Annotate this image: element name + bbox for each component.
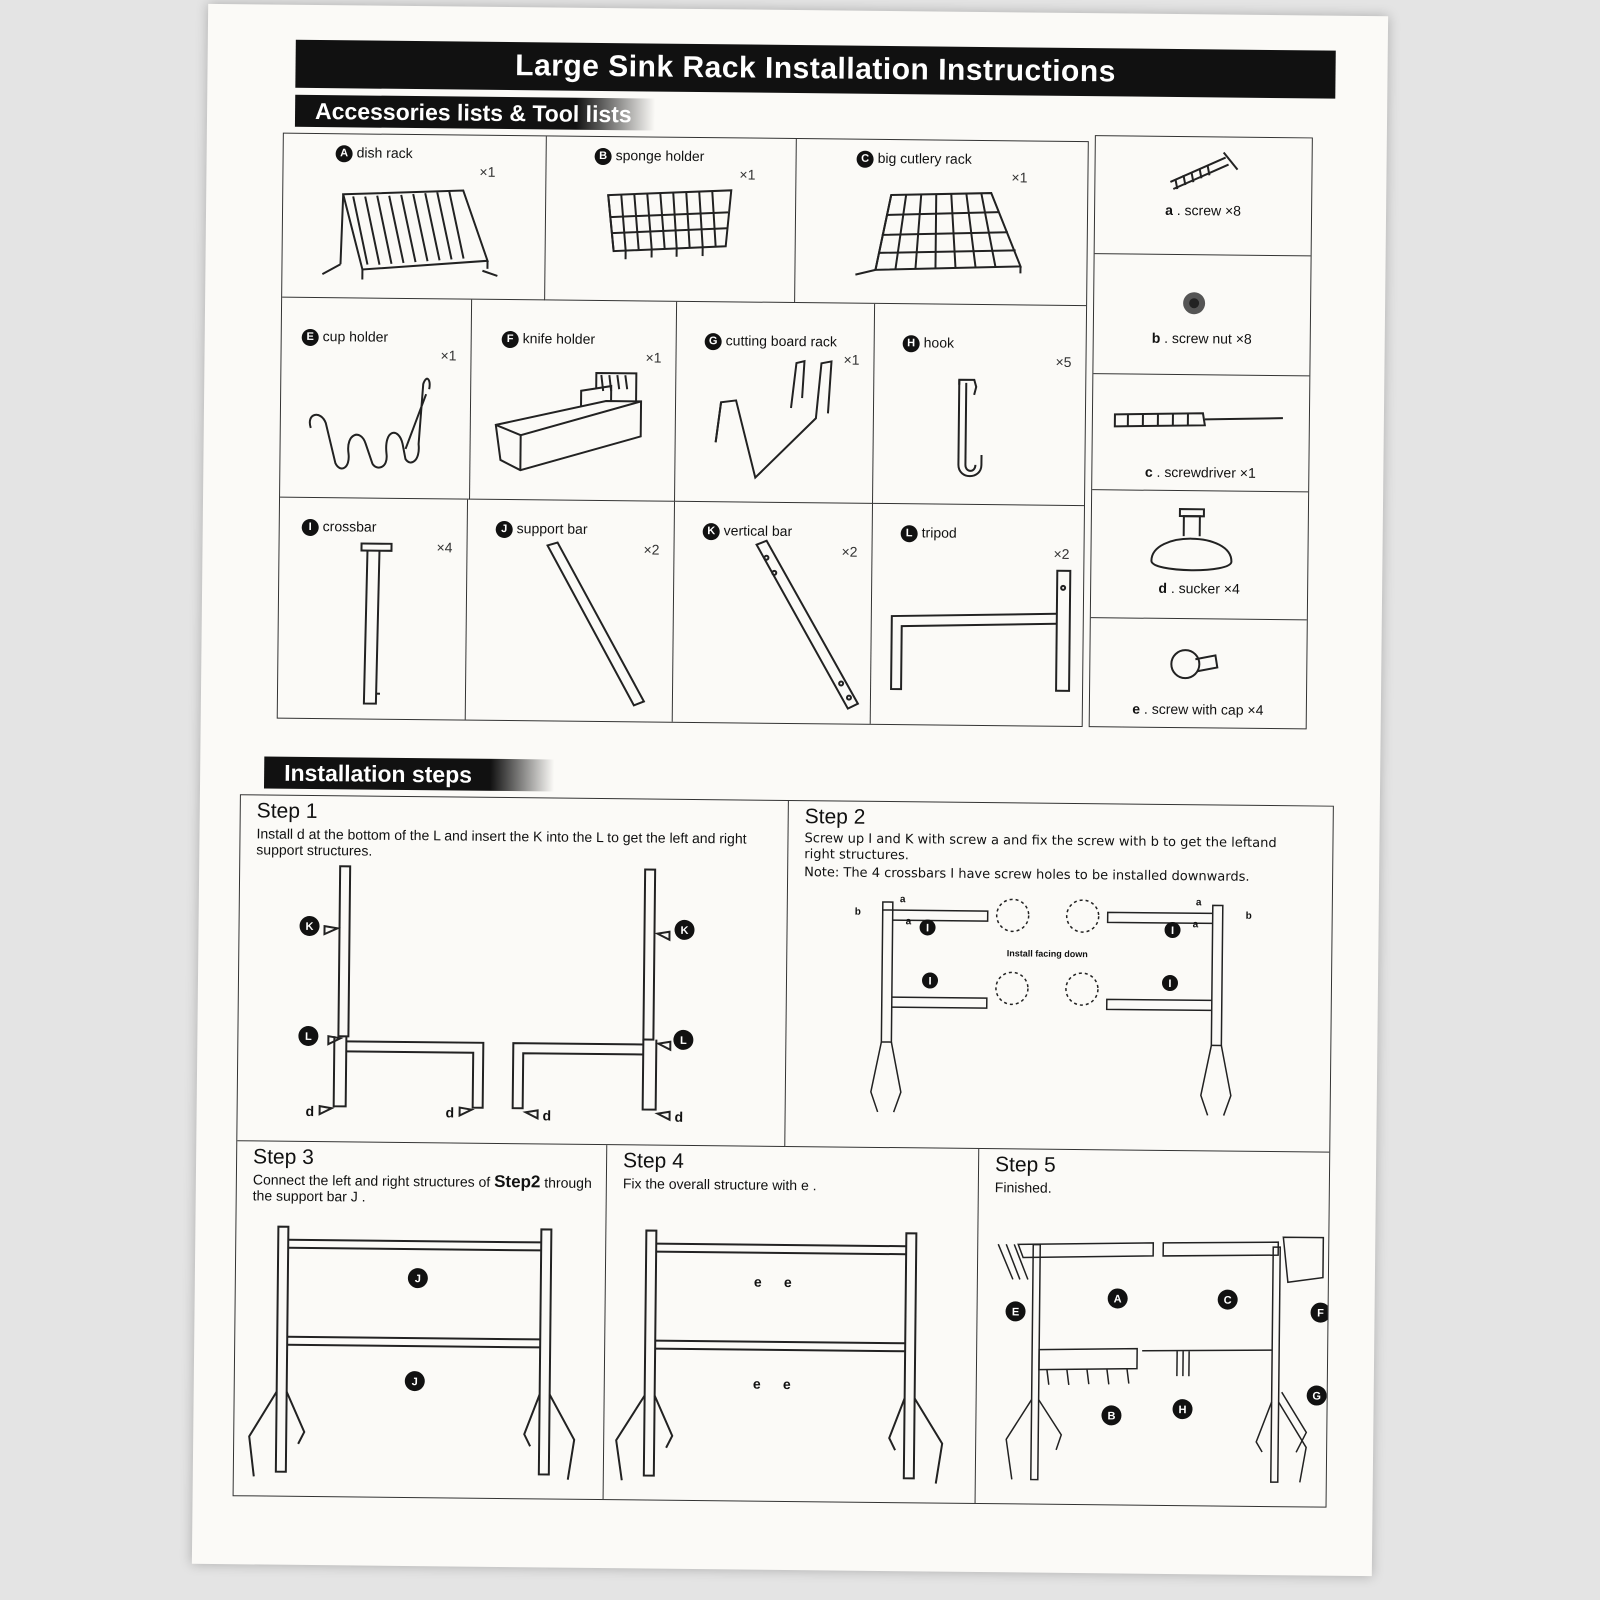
tool-screw-nut: b . screw nut ×8 [1093,254,1310,376]
label-e: e [783,1376,791,1392]
tool-key: b [1152,330,1161,346]
label-c: C [1224,1295,1232,1307]
support-bar-illustration [466,500,675,722]
tool-name: . screwdriver [1157,464,1237,481]
tool-screw-with-cap: e . screw with cap ×4 [1090,618,1307,728]
label-a: a [900,894,906,905]
screw-nut-icon [1093,254,1310,376]
step-4: Step 4 Fix the overall structure with e … [604,1145,980,1503]
label-b: b [1246,911,1252,922]
label-a: A [1114,1293,1122,1305]
label-i: I [928,975,931,987]
tool-key: a [1165,202,1173,218]
tool-name: . screw [1177,202,1222,218]
label-k: K [306,921,314,933]
label-d: d [674,1109,683,1125]
tool-sucker: d . sucker ×4 [1091,490,1308,620]
step-3-diagram: J J [234,1141,608,1499]
label-e: e [753,1376,761,1392]
tool-name: . sucker [1171,580,1220,597]
tool-name: . screw with cap [1144,701,1244,718]
page-title: Large Sink Rack Installation Instruction… [295,40,1335,99]
tool-qty: ×1 [1240,465,1256,481]
label-i: I [926,922,929,934]
label-k: K [680,925,688,937]
tool-qty: ×8 [1236,331,1252,347]
label-j: J [412,1376,418,1388]
step-3: Step 3 Connect the left and right struct… [234,1141,608,1499]
hook-illustration [873,304,1086,506]
step-1-diagram: K L K L d d d d [237,795,789,1147]
label-i: I [1168,978,1171,990]
tool-key: e [1132,701,1140,717]
tool-name: . screw nut [1164,330,1232,347]
label-f: F [1317,1308,1324,1320]
knife-holder-illustration [470,300,677,502]
label-a: a [1196,897,1202,908]
label-l: L [305,1031,312,1043]
label-d: d [542,1107,551,1123]
cup-holder-illustration [280,298,472,500]
sponge-holder-illustration [545,136,797,303]
step-5: Step 5 Finished. E A [976,1149,1330,1507]
step-2: Step 2 Screw up I and K with screw a and… [785,801,1333,1153]
label-g: G [1312,1391,1321,1403]
label-a: a [906,916,912,927]
label-j: J [415,1273,421,1285]
tool-screw: a . screw ×8 [1095,136,1312,256]
tool-screwdriver: c . screwdriver ×1 [1092,374,1309,492]
step-1: Step 1 Install d at the bottom of the L … [237,795,789,1147]
tool-qty: ×4 [1224,581,1240,597]
label-h: H [1178,1404,1186,1416]
step-4-diagram: e e e e [604,1145,980,1503]
tool-qty: ×4 [1247,702,1263,718]
label-e: e [784,1274,792,1290]
label-d: d [306,1103,315,1119]
big-cutlery-rack-illustration [795,139,1088,306]
tool-key: c [1145,464,1153,480]
label-a: a [1193,919,1199,930]
tool-qty: ×8 [1225,203,1241,219]
tripod-illustration [871,504,1084,726]
steps-grid: Step 1 Install d at the bottom of the L … [233,794,1334,1507]
crossbar-illustration [278,498,468,720]
label-b: B [1107,1410,1115,1422]
dish-rack-illustration [282,134,547,301]
tool-key: d [1158,580,1167,596]
vertical-bar-illustration [673,502,873,724]
accessories-section-header: Accessories lists & Tool lists [295,95,655,131]
label-e: e [754,1274,762,1290]
label-d: d [446,1104,455,1120]
step-2-diagram: Install facing down I I I I a a b a a b [785,801,1333,1153]
tools-grid: a . screw ×8 b . screw nut ×8 c . screwd… [1089,135,1313,729]
screw-icon [1095,136,1312,256]
label-l: L [680,1035,687,1047]
label-e: E [1012,1306,1019,1318]
sucker-icon [1091,490,1308,620]
label-b: b [855,907,861,918]
instruction-sheet: Large Sink Rack Installation Instruction… [192,4,1388,1576]
callout-install-facing-down: Install facing down [1007,948,1088,959]
installation-steps-header: Installation steps [264,756,554,791]
label-i: I [1171,925,1174,937]
step-5-diagram: E A C F B H G [976,1149,1330,1507]
cutting-board-rack-illustration [675,302,875,504]
